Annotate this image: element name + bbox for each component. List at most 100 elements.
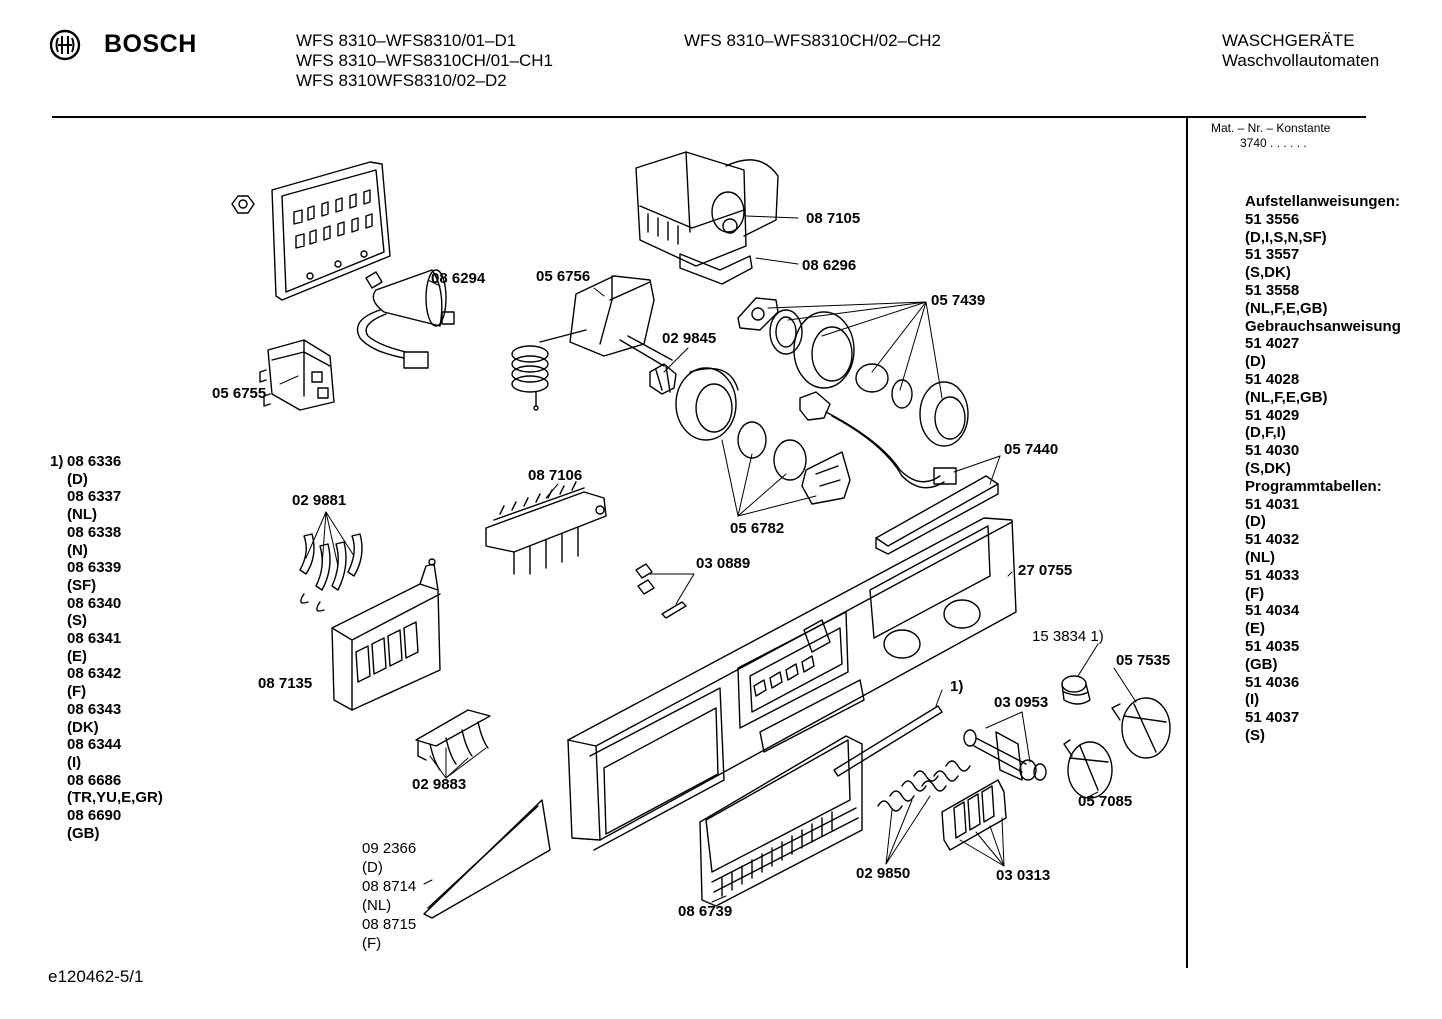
variant-country: (N) [67, 541, 88, 559]
timer-unit-part [635, 151, 779, 285]
variant-country: (I) [67, 753, 82, 771]
mounting-plate-part [271, 161, 391, 301]
sidebar-entry: 51 3556 [1245, 210, 1300, 228]
leader-lines [279, 215, 1137, 903]
callout-087106: 08 7106 [528, 467, 583, 484]
callout-056755: 05 6755 [212, 385, 267, 402]
callout-057440: 05 7440 [1004, 441, 1059, 458]
switch-lever-part [963, 729, 1047, 781]
variant-part-number: 08 6338 [67, 523, 122, 541]
pushbutton-switch-part [331, 558, 441, 711]
sidebar-entry: 51 3558 [1245, 281, 1300, 299]
model-line: WFS 8310WFS8310/02–D2 [296, 71, 507, 90]
light-guide-strip-part [875, 475, 999, 555]
sidebar-entry: (NL) [1245, 548, 1275, 566]
model-line-secondary: WFS 8310–WFS8310CH/02–CH2 [684, 31, 942, 50]
retaining-clips-part [635, 563, 687, 619]
variant-country: (GB) [67, 824, 100, 842]
interference-suppressor-part [259, 339, 335, 411]
sidebar-entry: (I) [1245, 691, 1260, 709]
sidebar-entry: (D) [1245, 513, 1266, 531]
category-subtitle: Waschvollautomaten [1222, 51, 1380, 70]
sidebar-entry: 51 4036 [1245, 673, 1300, 691]
model-list-primary: WFS 8310–WFS8310/01–D1 WFS 8310–WFS8310C… [296, 31, 553, 91]
sidebar-entry: 51 4029 [1245, 406, 1300, 424]
brand-name: BOSCH [104, 30, 197, 58]
variant-part-number: 08 6337 [67, 488, 122, 506]
hex-nut-part [231, 195, 255, 214]
card-country: (NL) [362, 897, 392, 914]
variant-part-number: 08 6339 [67, 559, 122, 577]
wiring-harness-part [799, 391, 957, 489]
callout-057439: 05 7439 [931, 292, 986, 309]
callout-086294: 08 6294 [431, 270, 486, 287]
sidebar-entry: (F) [1245, 584, 1265, 602]
model-line: WFS 8310–WFS8310/01–D1 [296, 31, 517, 50]
callout-029845: 02 9845 [662, 330, 717, 347]
indicator-rings-part [737, 297, 969, 447]
program-card-variant-list: 09 2366 (D) 08 8714 (NL) 08 8715 (F) [362, 839, 416, 953]
push-keys-part [941, 779, 1007, 851]
coupling-part [649, 363, 677, 395]
sidebar-entry: (E) [1245, 620, 1265, 638]
callout-029883: 02 9883 [412, 776, 467, 793]
variant-country: (TR,YU,E,GR) [67, 789, 163, 807]
category-heading: WASCHGERÄTE Waschvollautomaten [1222, 31, 1379, 71]
sidebar-heading: Aufstellanweisungen: [1245, 193, 1401, 210]
callout-057535: 05 7535 [1116, 652, 1171, 669]
callout-029850: 02 9850 [856, 865, 911, 882]
callout-270755: 27 0755 [1018, 562, 1073, 579]
sidebar-entry: (S) [1245, 726, 1265, 744]
sidebar-entry: 51 4037 [1245, 709, 1300, 727]
sidebar-entry: 51 4031 [1245, 495, 1300, 513]
selector-knob-large-part [1111, 697, 1171, 759]
variant-part-number: 08 6690 [67, 807, 122, 825]
sidebar-entry: 51 4030 [1245, 442, 1300, 460]
fascia-overlay-part [833, 705, 943, 777]
mat-nr-value: 3740 . . . . . . [1240, 136, 1307, 150]
drawing-code: e120462-5/1 [48, 967, 144, 986]
variant-part-number: 08 6343 [67, 700, 122, 718]
variant-part-number: 08 6342 [67, 665, 122, 683]
sidebar-divider [1186, 116, 1188, 968]
program-switch-part [511, 275, 673, 411]
category-title: WASCHGERÄTE [1222, 31, 1355, 50]
variant-part-number: 08 6686 [67, 771, 122, 789]
sidebar-heading: Gebrauchsanweisung [1245, 317, 1401, 335]
control-knob-bezel-part [675, 367, 851, 505]
callout-087135: 08 7135 [258, 675, 313, 692]
program-card-part [423, 799, 551, 919]
sidebar-entry: (D,F,I) [1245, 424, 1286, 442]
button-springs-part [415, 709, 491, 771]
variant-country: (D) [67, 470, 88, 488]
sidebar-entry: (GB) [1245, 655, 1278, 673]
header-rule [52, 116, 1366, 118]
sidebar-entry: (S,DK) [1245, 459, 1291, 477]
bosch-armature-icon [49, 29, 81, 61]
sidebar-entry: 51 3557 [1245, 246, 1300, 264]
sidebar-entry: 51 4034 [1245, 602, 1300, 620]
variant-part-number: 08 6344 [67, 736, 122, 754]
callout-029881: 02 9881 [292, 492, 347, 509]
card-part-number: 08 8714 [362, 878, 417, 895]
callout-056782: 05 6782 [730, 520, 785, 537]
callout-086739: 08 6739 [678, 903, 733, 920]
sidebar-heading: Programmtabellen: [1245, 477, 1382, 495]
variant-country: (S) [67, 612, 87, 630]
variant-part-number: 08 6336 [67, 453, 122, 470]
footnote-variant-list: 08 6336 (D) 08 6337 (NL) 08 6338 (N) 08 … [67, 453, 163, 842]
variant-country: (NL) [67, 506, 97, 524]
card-part-number: 09 2366 [362, 840, 417, 857]
selector-switch-block-part [485, 481, 607, 575]
sidebar-entry: (NL,F,E,GB) [1245, 299, 1328, 317]
variant-part-number: 08 6340 [67, 594, 122, 612]
callout-030889: 03 0889 [696, 555, 751, 572]
bosch-logo [48, 28, 82, 67]
callout-153834: 15 3834 1) [1032, 628, 1104, 645]
callout-056756: 05 6756 [536, 268, 591, 285]
card-country: (D) [362, 859, 383, 876]
card-part-number: 08 8715 [362, 916, 417, 933]
sidebar-entry: (NL,F,E,GB) [1245, 388, 1328, 406]
